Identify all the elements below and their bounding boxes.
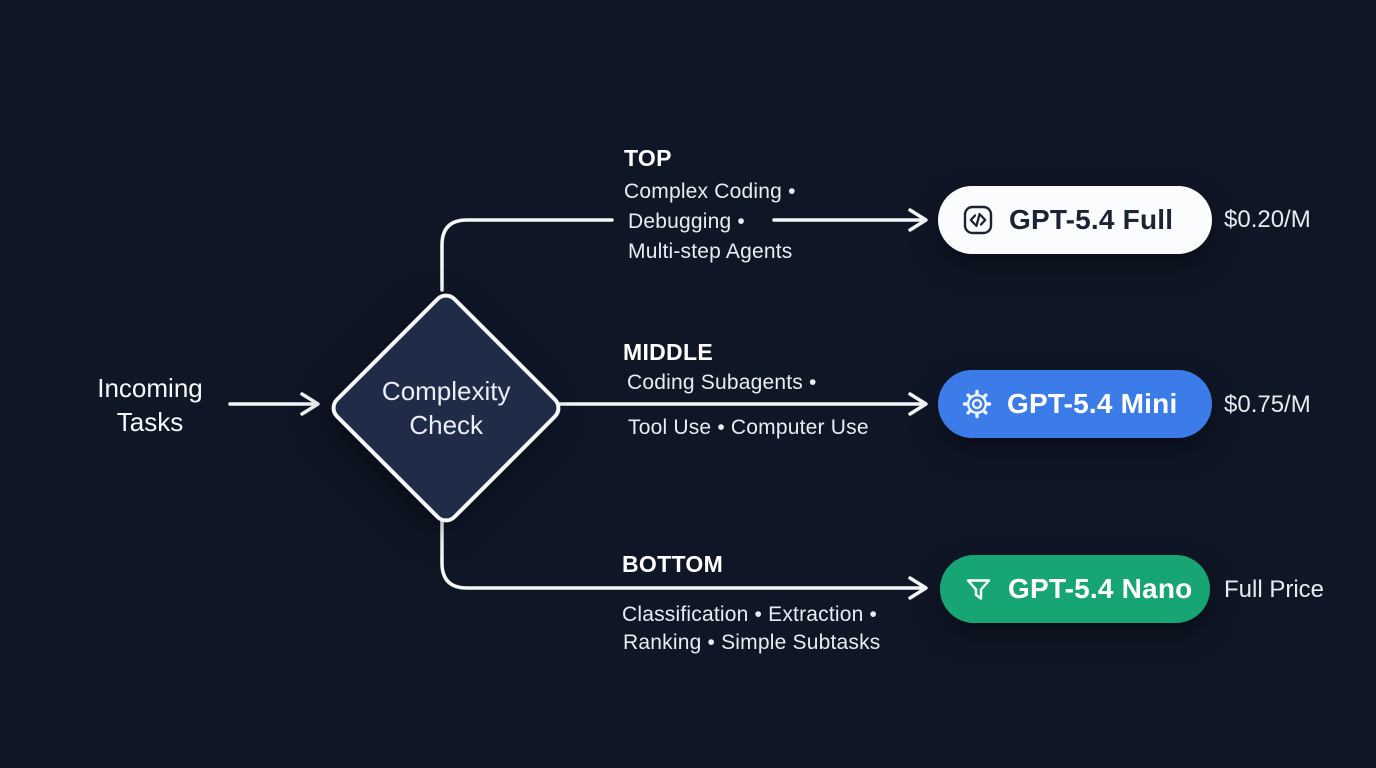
model-pill-gpt54-mini: GPT-5.4 Mini — [938, 370, 1212, 438]
model-name: GPT-5.4 Full — [1009, 204, 1174, 235]
model-name: GPT-5.4 Nano — [1008, 573, 1193, 604]
top-desc-line-2: Debugging • — [628, 210, 745, 233]
bottom-desc-line-2: Ranking • Simple Subtasks — [623, 631, 881, 654]
tier-label-top: TOP — [624, 145, 672, 171]
incoming-tasks-label: Incoming Tasks — [97, 373, 203, 437]
top-branch-wire — [440, 208, 928, 292]
bottom-branch-wire — [440, 516, 928, 600]
model-pill-gpt54-nano: GPT-5.4 Nano — [940, 555, 1210, 623]
middle-desc-line-1: Coding Subagents • — [627, 371, 817, 394]
filter-icon — [964, 575, 993, 604]
top-desc-line-1: Complex Coding • — [624, 180, 796, 203]
incoming-arrow — [228, 392, 320, 416]
bottom-desc-line-1: Classification • Extraction • — [622, 603, 878, 626]
top-desc-line-3: Multi-step Agents — [628, 240, 793, 263]
tier-label-middle: MIDDLE — [623, 339, 713, 365]
gear-icon — [962, 389, 992, 419]
middle-branch-wire — [554, 392, 928, 416]
middle-desc-line-2: Tool Use • Computer Use — [628, 416, 869, 439]
complexity-check-label: Complexity Check — [381, 376, 511, 440]
code-icon — [962, 204, 994, 236]
model-pill-gpt54-full: GPT-5.4 Full — [938, 186, 1212, 254]
tier-label-bottom: BOTTOM — [622, 551, 724, 577]
price-label-full: $0.20/M — [1224, 206, 1311, 233]
price-label-nano: Full Price — [1224, 576, 1325, 603]
price-label-mini: $0.75/M — [1224, 391, 1311, 418]
model-name: GPT-5.4 Mini — [1007, 388, 1178, 419]
